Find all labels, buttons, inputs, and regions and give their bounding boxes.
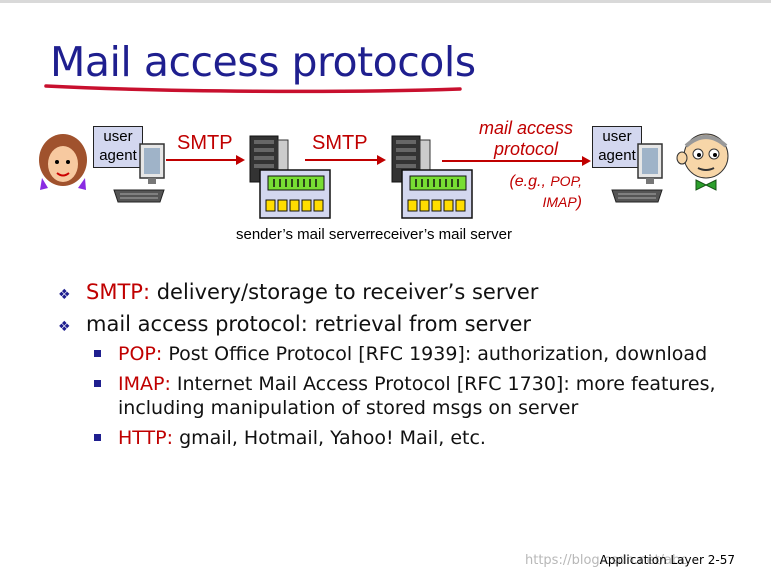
list-item: IMAP: Internet Mail Access Protocol [RFC… bbox=[88, 372, 756, 420]
mail-diagram: user agent SMTP bbox=[0, 110, 771, 270]
square-bullet-icon bbox=[94, 380, 101, 387]
mail-server-icon bbox=[249, 135, 331, 219]
mail-access-protocol-label: mail access protocol bbox=[478, 118, 574, 159]
bullet-list: ❖ SMTP: delivery/storage to receiver’s s… bbox=[56, 278, 756, 456]
man-user-icon bbox=[676, 133, 729, 191]
bullet-text: Internet Mail Access Protocol [RFC 1730]… bbox=[118, 373, 716, 419]
bullet-text: gmail, Hotmail, Yahoo! Mail, etc. bbox=[173, 427, 486, 449]
desktop-computer-icon bbox=[611, 143, 663, 203]
bullet-highlight: IMAP: bbox=[118, 373, 171, 395]
bullet-highlight: SMTP: bbox=[86, 280, 151, 304]
smtp-label-1: SMTP bbox=[177, 132, 233, 154]
title-underline bbox=[44, 84, 462, 94]
page-title: Mail access protocols bbox=[50, 38, 476, 86]
woman-user-icon bbox=[39, 134, 87, 190]
diamond-bullet-icon: ❖ bbox=[58, 319, 71, 335]
bullet-text: mail access protocol: retrieval from ser… bbox=[86, 312, 532, 336]
list-item: HTTP: gmail, Hotmail, Yahoo! Mail, etc. bbox=[88, 426, 756, 450]
slide-footer: Application Layer 2-57 bbox=[599, 553, 735, 567]
bullet-text: Post Office Protocol [RFC 1939]: authori… bbox=[162, 343, 708, 365]
receiver-server-label: receiver’s mail server bbox=[370, 226, 512, 243]
list-item: POP: Post Office Protocol [RFC 1939]: au… bbox=[88, 342, 756, 366]
diamond-bullet-icon: ❖ bbox=[58, 287, 71, 303]
smtp-arrow-1 bbox=[166, 155, 245, 165]
examples-pop: POP, bbox=[550, 173, 582, 189]
protocol-examples: (e.g., POP, IMAP) bbox=[478, 171, 582, 213]
list-item: ❖ mail access protocol: retrieval from s… bbox=[56, 310, 756, 338]
square-bullet-icon bbox=[94, 434, 101, 441]
square-bullet-icon bbox=[94, 350, 101, 357]
mail-access-arrow bbox=[442, 156, 591, 166]
sender-server-label: sender’s mail server bbox=[236, 226, 371, 243]
desktop-computer-icon bbox=[113, 143, 165, 203]
bullet-text: delivery/storage to receiver’s server bbox=[150, 280, 539, 304]
smtp-arrow-2 bbox=[305, 155, 386, 165]
bullet-highlight: POP: bbox=[118, 343, 163, 365]
user-agent-box-right: user agent bbox=[592, 126, 642, 168]
list-item: ❖ SMTP: delivery/storage to receiver’s s… bbox=[56, 278, 756, 306]
watermark: https://blog.csdn.net/abc bbox=[525, 553, 688, 568]
bullet-highlight: HTTP: bbox=[118, 427, 174, 449]
examples-prefix: (e.g., bbox=[509, 173, 551, 190]
examples-suffix: ) bbox=[576, 194, 582, 211]
smtp-label-2: SMTP bbox=[312, 132, 368, 154]
mail-server-icon bbox=[391, 135, 473, 219]
top-rule bbox=[0, 0, 771, 3]
examples-imap: IMAP bbox=[542, 194, 577, 210]
